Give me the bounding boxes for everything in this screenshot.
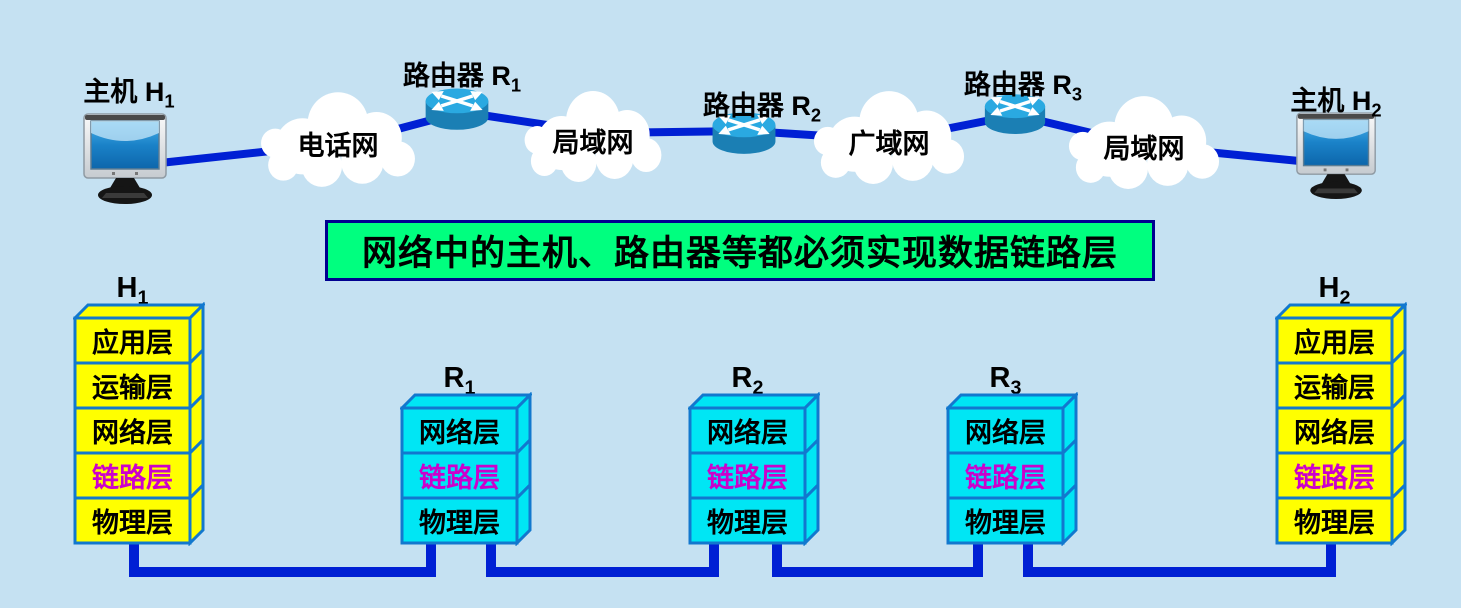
caption-banner: 网络中的主机、路由器等都必须实现数据链路层: [325, 220, 1155, 281]
layer-row-network: 网络层: [965, 418, 1046, 448]
stack-title-text: H: [1318, 272, 1340, 304]
cloud-lan-1: 局域网: [521, 85, 665, 185]
layer-row-network: 网络层: [419, 418, 500, 448]
stack-title-text: H: [116, 272, 138, 304]
layer-row-link: 链路层: [419, 463, 500, 493]
stack-box-graphic: [73, 302, 205, 546]
layer-row-transport: 运输层: [1294, 373, 1375, 403]
cloud-wan: 广域网: [810, 85, 968, 187]
stack-box-graphic: [400, 392, 532, 546]
host2-label-sub: 2: [1371, 99, 1382, 121]
router2-label-text: 路由器 R: [702, 91, 811, 121]
stack-box-graphic: [946, 392, 1078, 546]
layer-row-physical: 物理层: [965, 508, 1046, 538]
stack-title: R3: [948, 362, 1063, 400]
layer-row-physical: 物理层: [1294, 508, 1375, 538]
cloud-label: 广域网: [848, 128, 930, 159]
cloud-label: 电话网: [297, 130, 379, 161]
stack-title-sub: 1: [137, 286, 149, 309]
layer-row-transport: 运输层: [92, 373, 173, 403]
stack-title: R1: [402, 362, 517, 400]
router1-label-sub: 1: [510, 74, 522, 96]
stack-title: H2: [1277, 272, 1392, 310]
layer-row-physical: 物理层: [92, 508, 173, 538]
layer-row-link: 链路层: [707, 463, 788, 493]
layer-row-physical: 物理层: [707, 508, 788, 538]
stack-box-graphic: [688, 392, 820, 546]
router3-label: 路由器 R3: [964, 63, 1082, 105]
protocol-stack-h2: H2 应用层 运输层 网络层 链路层 物理层: [1275, 272, 1407, 546]
layer-row-link: 链路层: [1294, 463, 1375, 493]
protocol-stack-r2: R2 网络层 链路层 物理层: [688, 362, 820, 546]
host1-label-sub: 1: [164, 90, 175, 112]
caption-text: 网络中的主机、路由器等都必须实现数据链路层: [361, 234, 1118, 273]
layer-row-link: 链路层: [92, 463, 173, 493]
layer-row-application: 应用层: [92, 328, 173, 358]
router3-label-text: 路由器 R: [963, 70, 1072, 100]
layer-row-application: 应用层: [1294, 328, 1375, 358]
cloud-label: 局域网: [1103, 133, 1185, 164]
router1-label: 路由器 R1: [403, 54, 521, 96]
stack-title-sub: 2: [752, 376, 764, 399]
host1-label-text: 主机 H: [83, 77, 165, 107]
stack-title-text: R: [989, 362, 1011, 394]
stack-title-text: R: [731, 362, 753, 394]
layer-row-link: 链路层: [965, 463, 1046, 493]
protocol-stack-r1: R1 网络层 链路层 物理层: [400, 362, 532, 546]
host2-label: 主机 H2: [1290, 79, 1381, 121]
stack-title-text: R: [443, 362, 465, 394]
protocol-stack-r3: R3 网络层 链路层 物理层: [946, 362, 1078, 546]
router2-label: 路由器 R2: [703, 84, 821, 126]
stack-box-graphic: [1275, 302, 1407, 546]
host1-label: 主机 H1: [83, 70, 174, 112]
stack-title-sub: 1: [464, 376, 476, 399]
stack-title-sub: 3: [1010, 376, 1022, 399]
stack-title: H1: [75, 272, 190, 310]
router3-label-sub: 3: [1071, 83, 1083, 105]
host2-label-text: 主机 H: [1290, 86, 1372, 116]
cloud-lan-2: 局域网: [1065, 90, 1223, 192]
router2-label-sub: 2: [810, 104, 822, 126]
stack-title-sub: 2: [1339, 286, 1351, 309]
cloud-telephone-network: 电话网: [257, 86, 419, 190]
router1-label-text: 路由器 R: [402, 61, 511, 91]
layer-row-network: 网络层: [1294, 418, 1375, 448]
stack-title: R2: [690, 362, 805, 400]
layer-row-network: 网络层: [707, 418, 788, 448]
cloud-label: 局域网: [552, 127, 634, 158]
protocol-stack-h1: H1 应用层 运输层 网络层 链路层 物理层: [73, 272, 205, 546]
layer-row-network: 网络层: [92, 418, 173, 448]
layer-row-physical: 物理层: [419, 508, 500, 538]
